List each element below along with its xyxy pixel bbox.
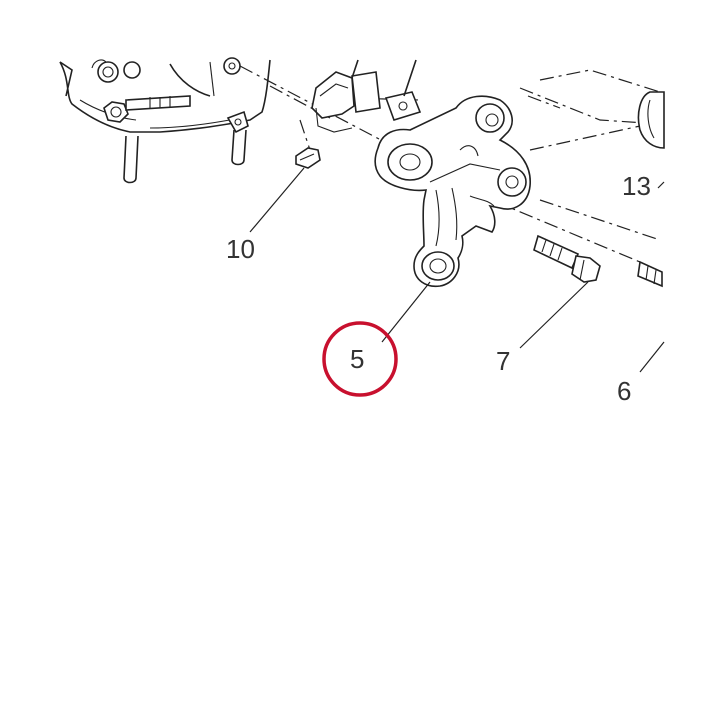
callout-10-label: 10 bbox=[226, 234, 255, 264]
part-13-bushing bbox=[637, 91, 665, 149]
callout-5-label[interactable]: 5 bbox=[350, 344, 365, 374]
callout-5-highlight-ring bbox=[322, 321, 398, 397]
part-7-bolt bbox=[533, 234, 601, 283]
part-6-pin bbox=[637, 260, 663, 288]
callout-7-label: 7 bbox=[496, 346, 511, 376]
callout-13-label: 13 bbox=[622, 171, 651, 201]
leader-lines bbox=[249, 167, 665, 373]
nut-plate bbox=[384, 59, 422, 121]
part-5-mount-arm bbox=[374, 95, 531, 288]
part-10-clip bbox=[295, 147, 321, 169]
callout-6-label: 6 bbox=[617, 376, 632, 406]
engine-casing bbox=[59, 57, 271, 184]
mounting-bracket bbox=[311, 59, 381, 133]
